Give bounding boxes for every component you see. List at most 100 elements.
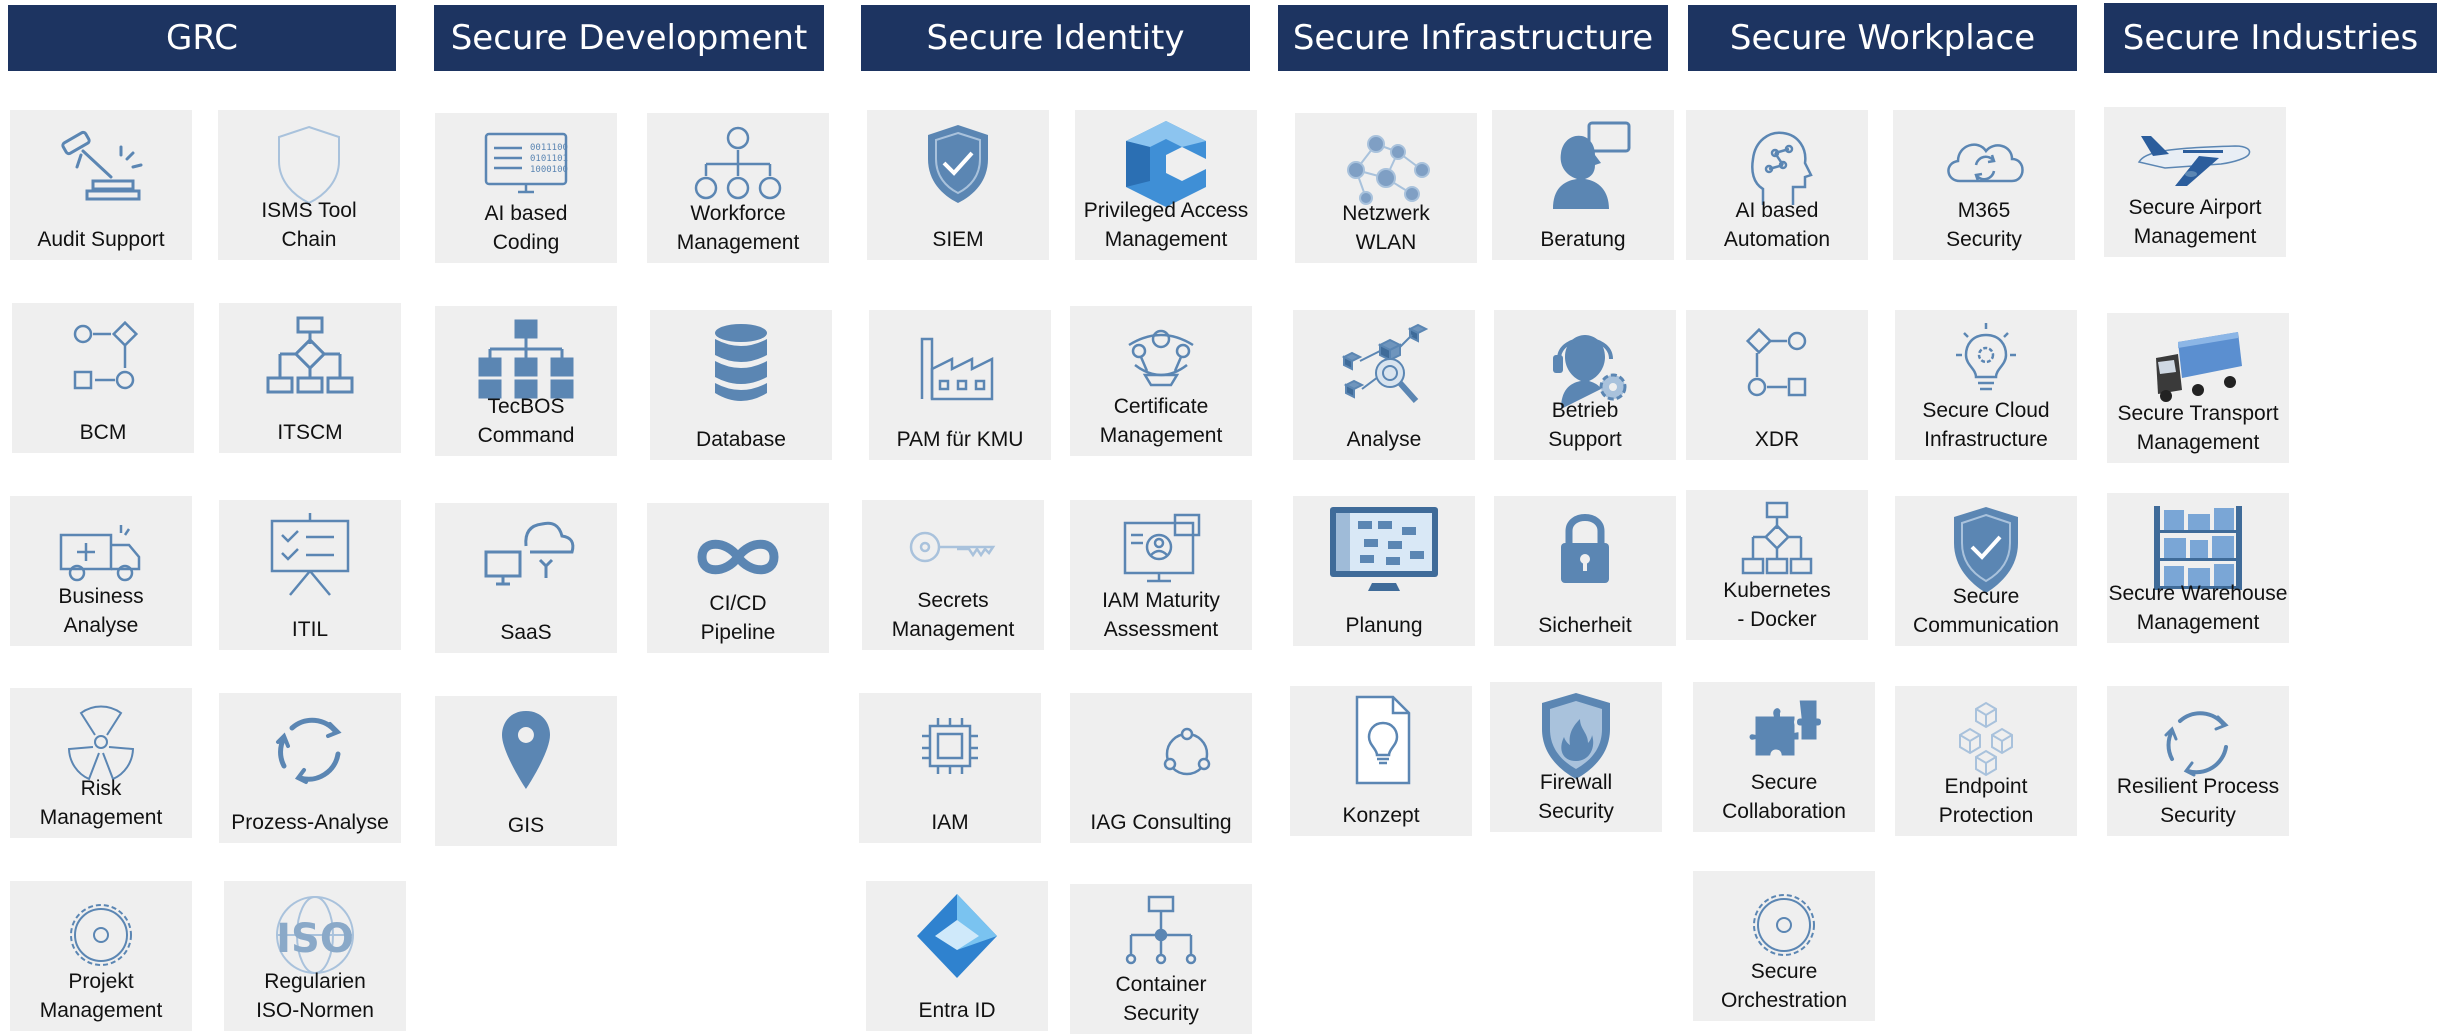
document-bulb-icon: [1290, 694, 1472, 786]
tile-label: ITIL: [291, 618, 329, 641]
hierarchy-decision-icon: [1686, 498, 1868, 590]
identity-screen-icon: [1070, 508, 1252, 600]
tile-secure-transport-management[interactable]: Secure Transport Management: [2107, 313, 2289, 463]
tile-risk-management[interactable]: Risk Management: [10, 688, 192, 838]
cube-c-logo-icon: [1075, 118, 1257, 210]
tile-ai-based-coding[interactable]: 0011100 0101101 1000100 AI based Coding: [435, 113, 617, 263]
tile-m365-security[interactable]: M365 Security: [1893, 110, 2075, 260]
tile-analyse[interactable]: Analyse: [1293, 310, 1475, 460]
tile-secure-warehouse-management[interactable]: Secure Warehouse Management: [2107, 493, 2289, 643]
tile-iam-maturity-assessment[interactable]: IAM Maturity Assessment: [1070, 500, 1252, 650]
tile-secure-cloud-infrastructure[interactable]: Secure Cloud Infrastructure: [1895, 310, 2077, 460]
tile-label: ISMS Tool Chain: [261, 199, 357, 251]
tile-entra-id[interactable]: Entra ID: [866, 881, 1048, 1031]
tile-ci-cd-pipeline[interactable]: CI/CD Pipeline: [647, 503, 829, 653]
column-header-secure-identity: Secure Identity: [861, 5, 1250, 71]
tile-label: Secrets Management: [891, 589, 1015, 641]
team-hierarchy-icon: [647, 121, 829, 213]
tile-privileged-access-management[interactable]: Privileged Access Management: [1075, 110, 1257, 260]
tile-planung[interactable]: Planung: [1293, 496, 1475, 646]
tile-secrets-management[interactable]: Secrets Management: [862, 500, 1044, 650]
tile-ai-based-automation[interactable]: AI based Automation: [1686, 110, 1868, 260]
tile-secure-collaboration[interactable]: Secure Collaboration: [1693, 682, 1875, 832]
shield-outline-icon: [218, 118, 400, 210]
shield-check-icon: [1895, 504, 2077, 596]
tile-audit-support[interactable]: Audit Support: [10, 110, 192, 260]
tile-prozess-analyse[interactable]: Prozess-Analyse: [219, 693, 401, 843]
tile-resilient-process-security[interactable]: Resilient Process Security: [2107, 686, 2289, 836]
padlock-icon: [1494, 504, 1676, 596]
tile-label: SaaS: [500, 621, 552, 644]
tile-label: Secure Airport Management: [2128, 196, 2262, 248]
airplane-icon: [2104, 115, 2286, 207]
tile-label: Prozess-Analyse: [231, 811, 389, 834]
tile-iag-consulting[interactable]: IAG Consulting: [1070, 693, 1252, 843]
tile-business-analyse[interactable]: Business Analyse: [10, 496, 192, 646]
hierarchy-decision-icon: [219, 311, 401, 403]
tile-label: PAM für KMU: [896, 428, 1024, 451]
tile-label: Secure Collaboration: [1722, 771, 1846, 823]
key-icon: [862, 508, 1044, 600]
network-tree-icon: [1070, 892, 1252, 984]
tile-container-security[interactable]: Container Security: [1070, 884, 1252, 1034]
infinity-icon: [647, 511, 829, 603]
tile-database[interactable]: Database: [650, 310, 832, 460]
tile-bcm[interactable]: BCM: [12, 303, 194, 453]
tile-siem[interactable]: SIEM: [867, 110, 1049, 260]
tile-label: Sicherheit: [1538, 614, 1632, 637]
cube-network-magnifier-icon: [1293, 318, 1475, 410]
chip-icon: [859, 701, 1041, 793]
tile-secure-orchestration[interactable]: Secure Orchestration: [1693, 871, 1875, 1021]
truck-icon: [2107, 321, 2289, 413]
tile-label: Secure Communication: [1913, 585, 2059, 637]
svg-text:1000100: 1000100: [530, 165, 568, 175]
radiation-icon: [10, 696, 192, 788]
tile-label: Secure Transport Management: [2117, 402, 2279, 454]
tile-endpoint-protection[interactable]: Endpoint Protection: [1895, 686, 2077, 836]
tile-label: IAG Consulting: [1090, 811, 1232, 834]
tile-pam-fur-kmu[interactable]: PAM für KMU: [869, 310, 1051, 460]
tile-label: IAM Maturity Assessment: [1102, 589, 1220, 641]
cycle-nodes-icon: [1070, 701, 1252, 793]
tile-itscm[interactable]: ITSCM: [219, 303, 401, 453]
column-header-grc: GRC: [8, 5, 396, 71]
column-header-secure-workplace: Secure Workplace: [1688, 5, 2077, 71]
tile-label: Container Security: [1115, 973, 1207, 1025]
svg-text:ISO: ISO: [276, 916, 354, 962]
flow-cycle-icon: [1686, 318, 1868, 410]
factory-icon: [869, 318, 1051, 410]
tile-label: Audit Support: [37, 228, 165, 251]
tile-projekt-management[interactable]: Projekt Management: [10, 881, 192, 1031]
tile-regularien-iso-normen[interactable]: ISO Regularien ISO-Normen: [224, 881, 406, 1031]
tile-kubernetes-docker[interactable]: Kubernetes - Docker: [1686, 490, 1868, 640]
tile-netzwerk-wlan[interactable]: Netzwerk WLAN: [1295, 113, 1477, 263]
tile-certificate-management[interactable]: Certificate Management: [1070, 306, 1252, 456]
column-header-secure-infrastructure: Secure Infrastructure: [1278, 5, 1668, 71]
tile-label: Projekt Management: [39, 970, 163, 1022]
tile-workforce-management[interactable]: Workforce Management: [647, 113, 829, 263]
tile-label: XDR: [1754, 428, 1800, 451]
headset-gear-icon: [1494, 318, 1676, 410]
tile-saas[interactable]: SaaS: [435, 503, 617, 653]
tile-firewall-security[interactable]: Firewall Security: [1490, 682, 1662, 832]
cycle-arrows-icon: [219, 701, 401, 793]
flow-cycle-icon: [12, 311, 194, 403]
tile-itil[interactable]: ITIL: [219, 500, 401, 650]
cubes-icon: [1895, 694, 2077, 786]
tile-betrieb-support[interactable]: Betrieb Support: [1494, 310, 1676, 460]
puzzle-icon: [1693, 690, 1875, 782]
tile-label: Privileged Access Management: [1083, 199, 1249, 251]
tile-iam[interactable]: IAM: [859, 693, 1041, 843]
tile-xdr[interactable]: XDR: [1686, 310, 1868, 460]
tile-sicherheit[interactable]: Sicherheit: [1494, 496, 1676, 646]
tile-konzept[interactable]: Konzept: [1290, 686, 1472, 836]
tile-tecbos-command[interactable]: TecBOS Command: [435, 306, 617, 456]
tile-isms-tool-chain[interactable]: ISMS Tool Chain: [218, 110, 400, 260]
tile-secure-airport-management[interactable]: Secure Airport Management: [2104, 107, 2286, 257]
tile-label: Netzwerk WLAN: [1342, 202, 1430, 254]
tile-gis[interactable]: GIS: [435, 696, 617, 846]
tile-secure-communication[interactable]: Secure Communication: [1895, 496, 2077, 646]
tile-label: Workforce Management: [676, 202, 800, 254]
svg-text:0011100: 0011100: [530, 143, 568, 153]
tile-beratung[interactable]: Beratung: [1492, 110, 1674, 260]
